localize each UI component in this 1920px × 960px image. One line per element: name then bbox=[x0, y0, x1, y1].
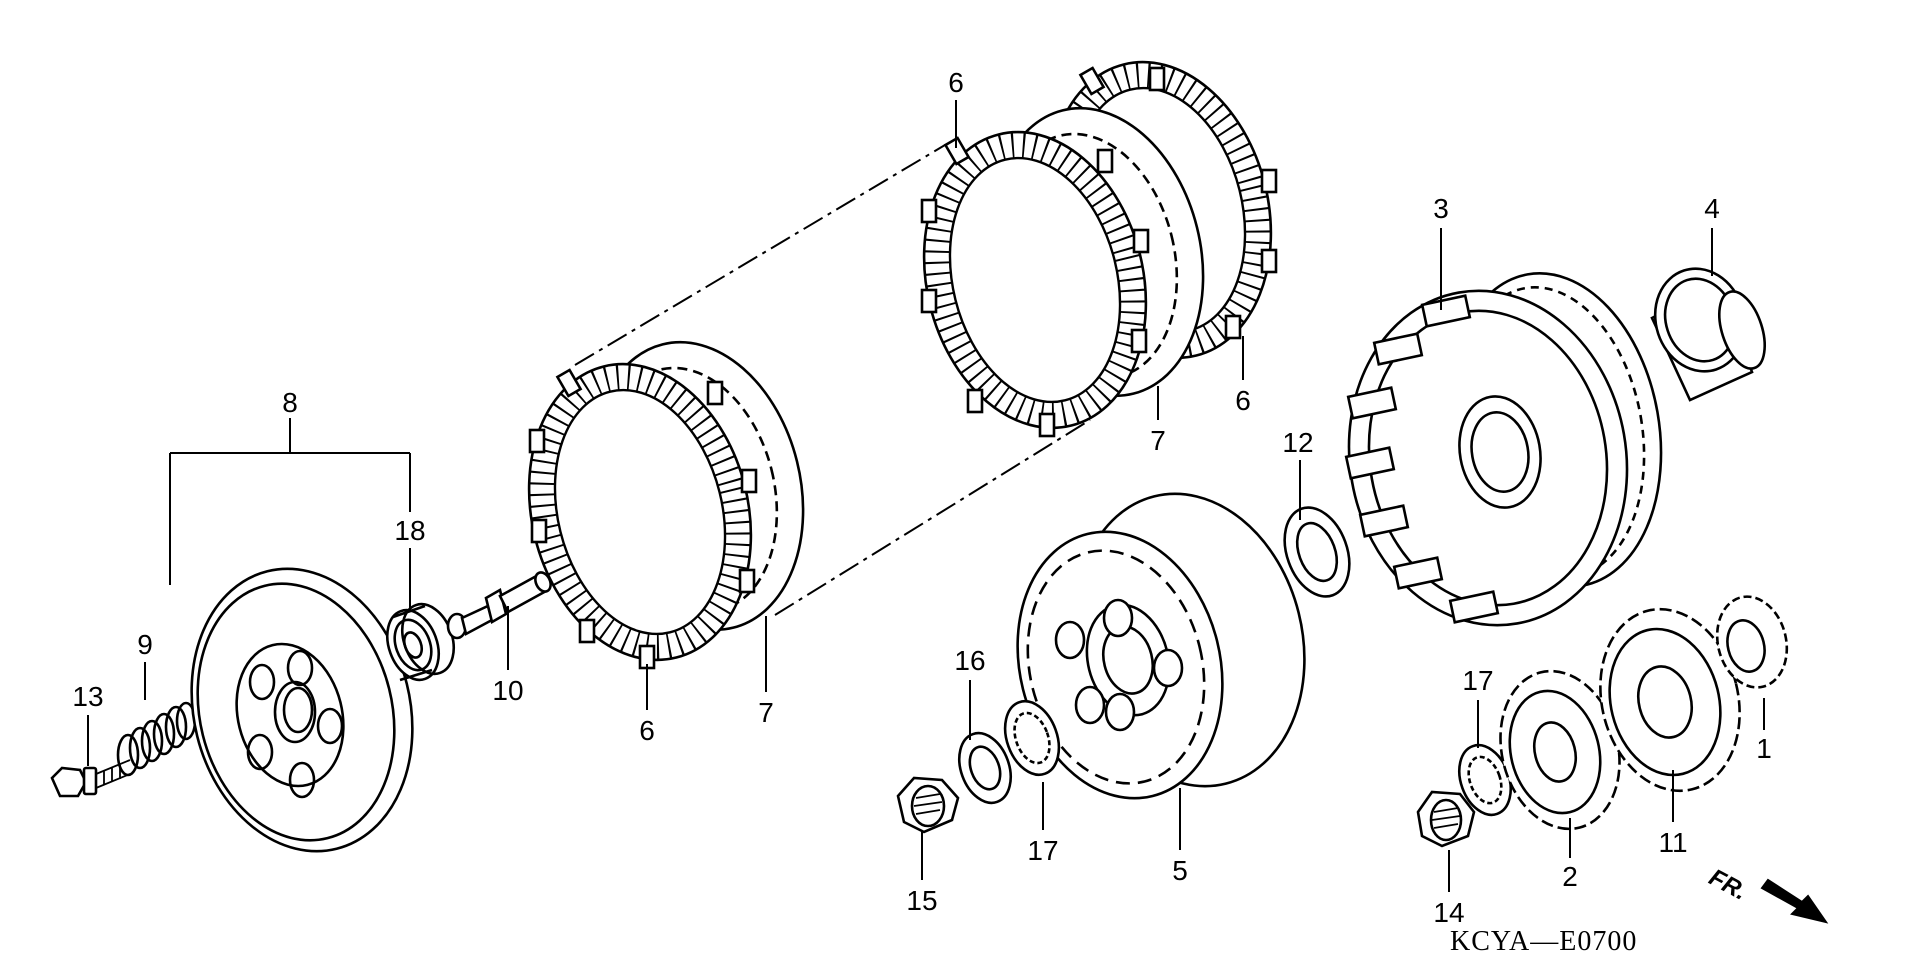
pressure-plate-8 bbox=[190, 567, 414, 853]
clutch-center-5 bbox=[1016, 492, 1306, 800]
callout-6-right: 6 bbox=[1235, 385, 1251, 416]
washer-12 bbox=[1283, 506, 1351, 598]
lock-washer-17-left bbox=[1003, 699, 1061, 777]
drawing-code: KCYA—E0700 bbox=[1450, 926, 1637, 957]
callout-14: 14 bbox=[1433, 897, 1464, 928]
callout-17-left: 17 bbox=[1027, 835, 1058, 866]
callout-8: 8 bbox=[282, 387, 298, 418]
direction-label: FR. bbox=[1705, 864, 1752, 906]
bolt-13 bbox=[50, 759, 131, 798]
callout-15: 15 bbox=[906, 885, 937, 916]
front-direction-arrow bbox=[1760, 878, 1829, 924]
callout-4: 4 bbox=[1704, 193, 1720, 224]
lock-nut-15 bbox=[896, 776, 960, 834]
lifter-rod-10 bbox=[446, 571, 552, 640]
washer-16 bbox=[958, 731, 1012, 805]
plate-stack-guide-upper bbox=[574, 144, 946, 366]
clutch-outer-3 bbox=[1344, 272, 1663, 627]
callout-10: 10 bbox=[492, 675, 523, 706]
callout-3: 3 bbox=[1433, 193, 1449, 224]
callout-7-lower: 7 bbox=[758, 697, 774, 728]
lock-nut-14 bbox=[1416, 790, 1476, 848]
callout-5: 5 bbox=[1172, 855, 1188, 886]
callout-17-right: 17 bbox=[1462, 665, 1493, 696]
leader-lines bbox=[87, 100, 1765, 892]
callout-2: 2 bbox=[1562, 861, 1578, 892]
callout-16: 16 bbox=[954, 645, 985, 676]
callout-7-upper: 7 bbox=[1150, 425, 1166, 456]
lock-washer-17-right bbox=[1458, 743, 1512, 817]
callout-9: 9 bbox=[137, 629, 153, 660]
callout-13: 13 bbox=[72, 681, 103, 712]
callout-18: 18 bbox=[394, 515, 425, 546]
spline-collar-1 bbox=[1715, 595, 1789, 689]
plate-stack-guide-lower bbox=[774, 419, 1091, 616]
friction-disc-6-lower bbox=[527, 362, 758, 670]
callout-12: 12 bbox=[1282, 427, 1313, 458]
callout-6-bottom: 6 bbox=[639, 715, 655, 746]
callout-1: 1 bbox=[1756, 733, 1772, 764]
callout-6-top: 6 bbox=[948, 67, 964, 98]
callout-11: 11 bbox=[1658, 827, 1687, 858]
friction-disc-6-upper bbox=[920, 130, 1150, 438]
spring-9 bbox=[116, 701, 197, 777]
bearing-18 bbox=[386, 602, 455, 682]
gear-11 bbox=[1599, 607, 1741, 793]
collar-4 bbox=[1650, 267, 1766, 402]
